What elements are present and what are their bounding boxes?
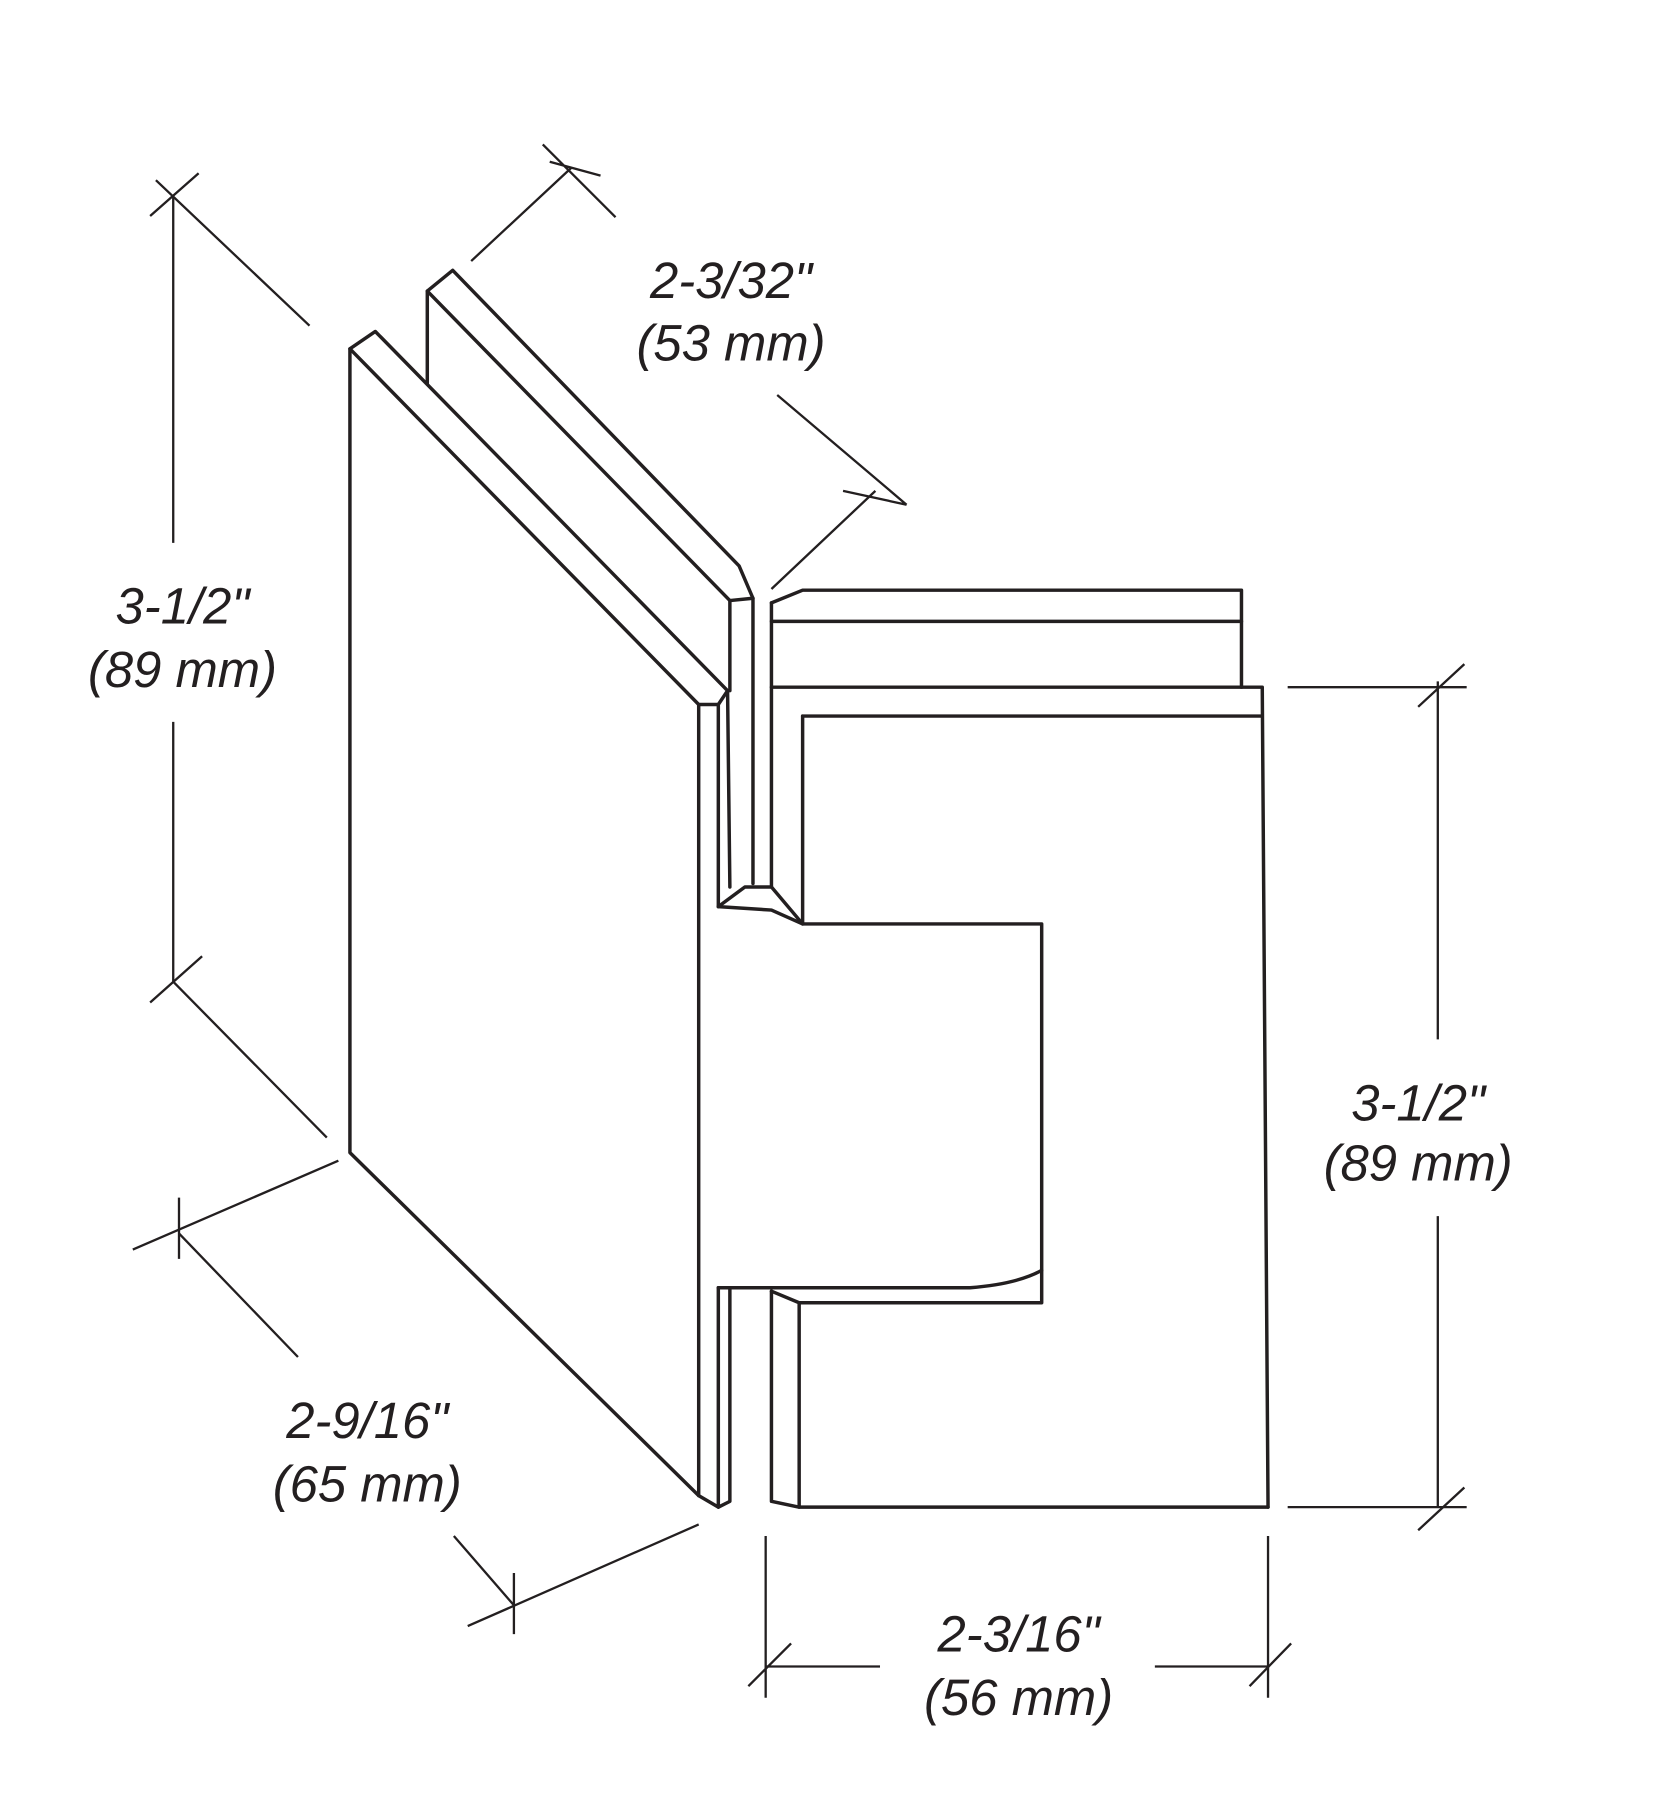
left-height-metric: (89 mm) [88,641,277,698]
top-depth-imperial: 2-3/32" [649,252,814,309]
bottom-left-width-imperial: 2-9/16" [285,1392,450,1449]
label-right-height: 3-1/2" (89 mm) [1324,1074,1513,1191]
top-depth-metric: (53 mm) [636,314,825,371]
bottom-width-metric: (56 mm) [924,1669,1113,1726]
label-left-height: 3-1/2" (89 mm) [88,578,277,699]
label-bottom-left-width: 2-9/16" (65 mm) [273,1392,462,1513]
bottom-left-width-metric: (65 mm) [273,1455,462,1512]
hinge-body [716,588,1270,1509]
right-height-imperial: 3-1/2" [1351,1074,1487,1131]
front-glass-plate [348,329,732,1509]
back-glass-plate [425,268,755,886]
dimension-lines [132,143,1467,1698]
right-height-metric: (89 mm) [1324,1134,1513,1191]
label-top-depth: 2-3/32" (53 mm) [636,252,825,371]
left-height-imperial: 3-1/2" [116,578,252,635]
bottom-width-imperial: 2-3/16" [937,1605,1102,1662]
label-bottom-width: 2-3/16" (56 mm) [924,1605,1113,1726]
